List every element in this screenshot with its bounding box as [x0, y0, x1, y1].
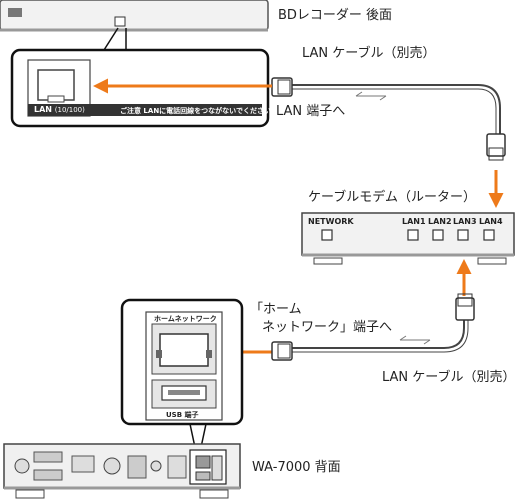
- wa7000-rear-label: WA-7000 背面: [252, 460, 341, 475]
- lan-cable-bottom: [271, 293, 475, 361]
- callout-bottom-box: [120, 298, 244, 426]
- lan3-port-label: LAN3: [453, 217, 477, 226]
- cable-modem-router: [301, 212, 515, 265]
- home-network-port-label: ホームネットワーク: [154, 315, 217, 323]
- lan4-port-label: LAN4: [479, 217, 503, 226]
- home-network-label-line2: ネットワーク」端子へ: [262, 320, 393, 335]
- usb-port-label: USB 端子: [166, 411, 199, 419]
- lan1-port-label: LAN1: [402, 217, 426, 226]
- bd-recorder-rear-label: BDレコーダー 後面: [278, 8, 393, 23]
- lan-cable-bottom-label: LAN ケーブル（別売）: [382, 370, 516, 385]
- bd-recorder-rear: [0, 0, 269, 32]
- lan-port-spec: (10/100): [54, 106, 85, 114]
- lan-port-label: LAN: [34, 105, 52, 114]
- to-lan-port-label: LAN 端子へ: [276, 104, 346, 119]
- caution-text: ご注意 LANに電話回線をつながないでください。: [120, 107, 278, 115]
- lan-cable-top-label: LAN ケーブル（別売）: [302, 46, 436, 61]
- callout-pointer-top: [103, 27, 127, 51]
- callout-top-port-label: LAN (10/100): [34, 105, 85, 114]
- lan2-port-label: LAN2: [428, 217, 452, 226]
- network-port-label: NETWORK: [308, 217, 354, 226]
- home-network-label-line1: 「ホーム: [250, 302, 302, 317]
- wa7000-rear: [3, 443, 241, 499]
- modem-title: ケーブルモデム（ルーター）: [308, 190, 476, 205]
- callout-top-box: [10, 48, 270, 128]
